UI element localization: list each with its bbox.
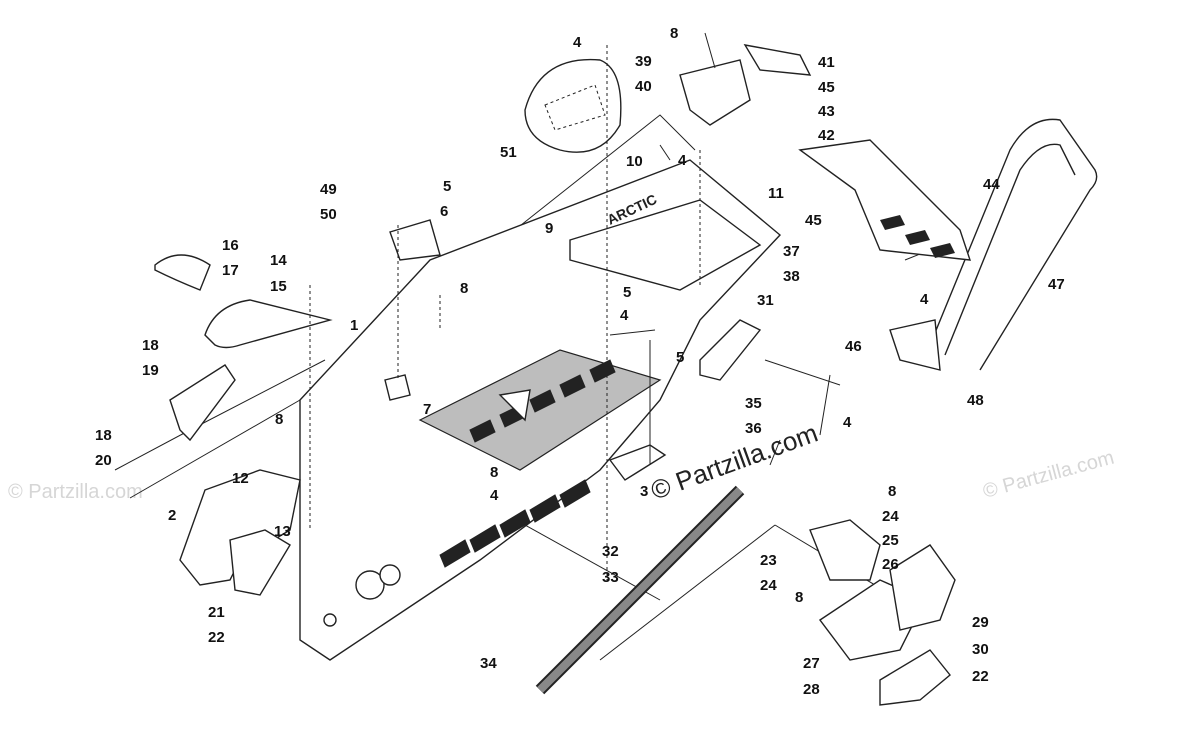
callout-35: 35 xyxy=(745,395,762,412)
callout-12: 12 xyxy=(232,470,249,487)
callout-17: 17 xyxy=(222,262,239,279)
tunnel-body: ARCTIC xyxy=(299,159,782,661)
callout-45a: 45 xyxy=(818,79,835,96)
callout-44: 44 xyxy=(983,176,1000,193)
callout-37: 37 xyxy=(783,243,800,260)
callout-5c: 5 xyxy=(676,349,684,366)
tunnel-cutouts xyxy=(439,359,616,568)
callout-29: 29 xyxy=(972,614,989,631)
callout-11: 11 xyxy=(768,185,784,202)
callout-39: 39 xyxy=(635,53,652,70)
callout-28: 28 xyxy=(803,681,820,698)
callout-4d: 4 xyxy=(490,487,499,504)
callout-38: 38 xyxy=(783,268,800,285)
callout-13: 13 xyxy=(274,523,291,540)
seat-part xyxy=(524,58,622,153)
callout-2: 2 xyxy=(168,507,176,524)
callout-34: 34 xyxy=(480,655,497,672)
callout-48: 48 xyxy=(967,392,984,409)
callout-22a: 22 xyxy=(208,629,225,646)
callout-1: 1 xyxy=(350,317,358,334)
callout-4a: 4 xyxy=(573,34,582,51)
callout-25: 25 xyxy=(882,532,899,549)
callout-labels: 1 2 3 4 4 4 4 4 4 5 5 5 6 7 8 8 8 8 8 8 … xyxy=(95,25,1065,698)
callout-27: 27 xyxy=(803,655,820,672)
callout-30: 30 xyxy=(972,641,989,658)
watermark-right: © Partzilla.com xyxy=(981,447,1117,503)
callout-5b: 5 xyxy=(623,284,631,301)
callout-23: 23 xyxy=(760,552,777,569)
right-side-plate xyxy=(809,519,956,706)
callout-33: 33 xyxy=(602,569,619,586)
callout-51: 51 xyxy=(500,144,517,161)
callout-36: 36 xyxy=(745,420,762,437)
snowflap xyxy=(798,139,972,261)
callout-20: 20 xyxy=(95,452,112,469)
callout-15: 15 xyxy=(270,278,287,295)
callout-14: 14 xyxy=(270,252,287,269)
callout-24b: 24 xyxy=(760,577,777,594)
callout-40: 40 xyxy=(635,78,652,95)
callout-9: 9 xyxy=(545,220,553,237)
callout-18b: 18 xyxy=(95,427,112,444)
rod xyxy=(535,485,745,695)
callout-8a: 8 xyxy=(670,25,678,42)
callout-41: 41 xyxy=(818,54,835,71)
callout-43: 43 xyxy=(818,103,835,120)
misc-parts xyxy=(154,44,941,481)
callout-42: 42 xyxy=(818,127,835,144)
callout-26: 26 xyxy=(882,556,899,573)
watermark-left: © Partzilla.com xyxy=(8,481,143,503)
callout-45b: 45 xyxy=(805,212,822,229)
callout-5a: 5 xyxy=(443,178,451,195)
callout-4b: 4 xyxy=(678,152,687,169)
callout-32: 32 xyxy=(602,543,619,560)
callout-49: 49 xyxy=(320,181,337,198)
callout-22b: 22 xyxy=(972,668,989,685)
callout-8b: 8 xyxy=(460,280,468,297)
callout-47: 47 xyxy=(1048,276,1065,293)
callout-4e: 4 xyxy=(843,414,852,431)
callout-24a: 24 xyxy=(882,508,899,525)
callout-10: 10 xyxy=(626,153,643,170)
callout-4c: 4 xyxy=(620,307,629,324)
callout-18a: 18 xyxy=(142,337,159,354)
leader-lines xyxy=(309,32,841,580)
callout-46: 46 xyxy=(845,338,862,355)
left-chassis-plate xyxy=(179,469,301,596)
callout-6: 6 xyxy=(440,203,448,220)
callout-8f: 8 xyxy=(795,589,803,606)
callout-31: 31 xyxy=(757,292,774,309)
callout-3: 3 xyxy=(640,483,648,500)
callout-16: 16 xyxy=(222,237,239,254)
callout-8e: 8 xyxy=(888,483,896,500)
callout-8c: 8 xyxy=(275,411,283,428)
rear-bumper xyxy=(929,118,1098,371)
callout-4f: 4 xyxy=(920,291,929,308)
callout-8d: 8 xyxy=(490,464,498,481)
callout-21: 21 xyxy=(208,604,225,621)
callout-19: 19 xyxy=(142,362,159,379)
callout-50: 50 xyxy=(320,206,337,223)
callout-7: 7 xyxy=(423,401,431,418)
